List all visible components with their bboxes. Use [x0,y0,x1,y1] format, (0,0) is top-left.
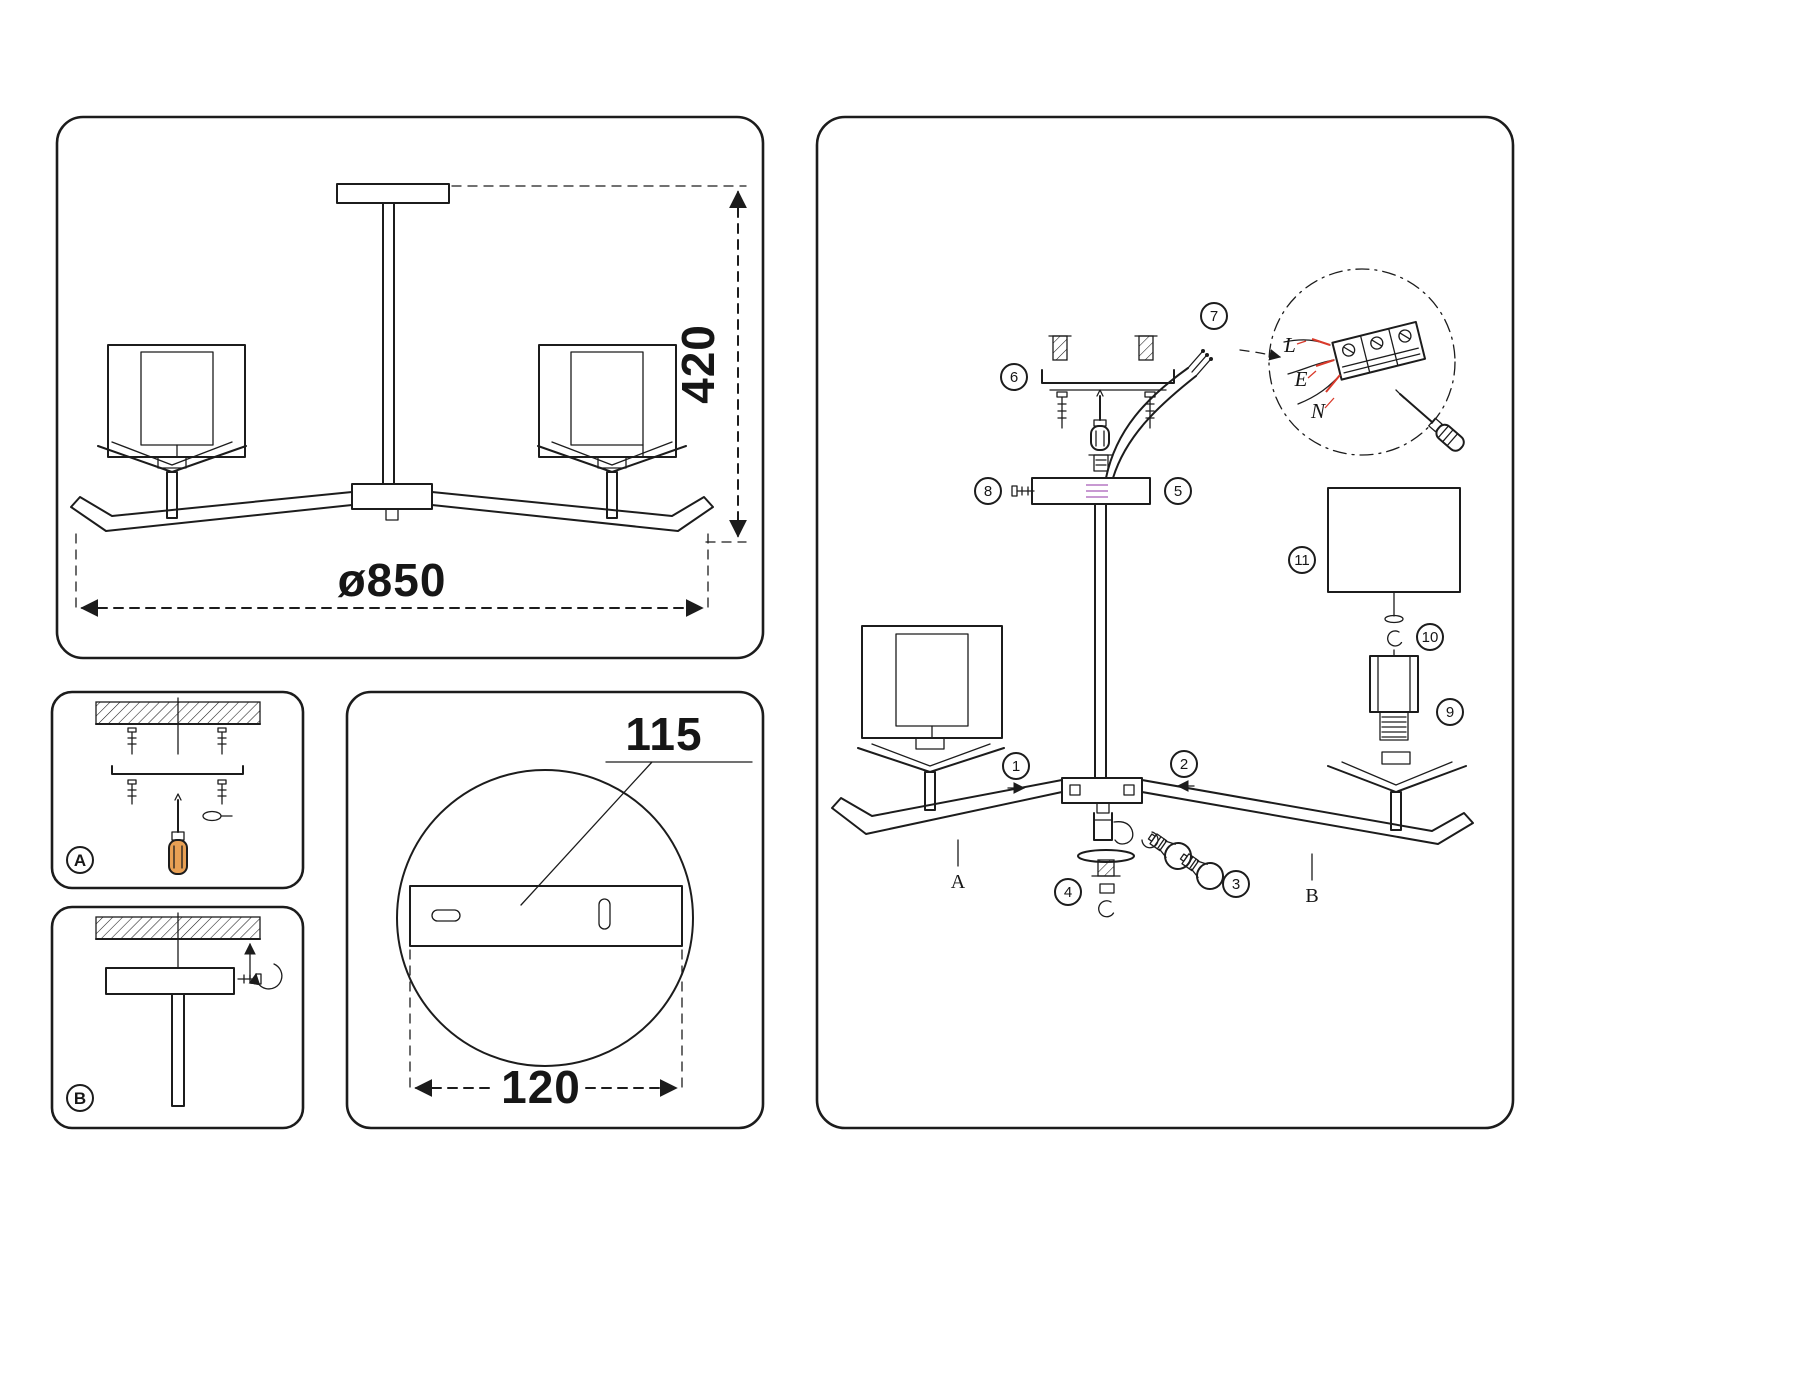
right-arm [431,491,714,532]
panel-assembly: 6 7 [815,115,1515,1130]
step-a-badge: A [66,846,94,874]
step-a-label: A [74,851,86,870]
slot-dimension: 115 [520,708,753,906]
mounting-bracket [1041,369,1175,391]
callout-2: 2 [1170,750,1198,792]
callout-6-label: 6 [1010,369,1018,386]
callout-4-label: 4 [1064,884,1072,901]
detail-screwdriver-icon [1395,389,1465,452]
callout-7-label: 7 [1210,308,1218,325]
left-arm [70,491,353,532]
panel-overall-dimensions: 420 ø850 [55,115,765,660]
bulb-icon [1179,853,1224,890]
wire-label-earth: E [1294,367,1308,391]
left-lamp [97,344,247,519]
arm-label-a: A [951,839,966,893]
wire-label-live: L [1283,333,1296,357]
callout-5-label: 5 [1174,483,1182,500]
arm-b-label: B [1305,885,1318,907]
canopy-wire-marks [1086,484,1108,498]
slot-vertical [598,898,611,930]
anchor-screws [127,727,227,755]
terminal-block [1331,320,1427,381]
detail-boundary [1268,268,1456,456]
coupler [1088,454,1114,472]
right-lamp [537,344,687,519]
fabric-shade [1327,487,1461,624]
height-dimension: 420 [451,185,747,543]
height-dimension-label: 420 [672,324,724,404]
supply-wires [1105,349,1213,479]
callout-10-label: 10 [1422,629,1439,646]
chandelier-front-view [70,183,714,532]
rotate-arrow [248,963,283,990]
callout-4: 4 [1054,878,1115,918]
callout-9-label: 9 [1446,704,1454,721]
arm-a-label: A [951,871,966,893]
width-dimension-label: 120 [501,1061,581,1113]
callout-5: 5 [1164,477,1192,505]
mounting-bar [409,885,683,947]
callout-3: 3 [1222,870,1250,898]
callout-3-label: 3 [1232,876,1240,893]
step-b-badge: B [66,1084,94,1112]
panel-mount-plate: 115 120 [345,690,765,1130]
side-screw-icon [237,963,283,990]
arm-label-b: B [1305,853,1319,907]
diameter-dimension-label: ø850 [338,554,447,606]
hook-icon [1113,821,1134,845]
callout-11-label: 11 [1294,552,1310,569]
callout-7: 7 [1200,302,1228,330]
glass-shade [538,344,677,458]
side-screw-icon [1011,485,1035,497]
screwdriver-icon [1090,389,1110,451]
callout-1: 1 [1002,752,1030,794]
loose-screw-icon [202,810,233,822]
wall-anchors [1048,335,1158,361]
socket-assembly [1369,649,1419,741]
diameter-dimension: ø850 [75,533,709,617]
right-shade-holder [1327,751,1467,831]
hub-hardware [1077,802,1159,877]
bracket-screws [127,779,227,805]
step-b-label: B [74,1089,86,1108]
callout-6: 6 [1000,363,1028,391]
mounting-bracket [111,765,244,775]
screwdriver-icon [168,793,188,875]
detail-pointer-arrow [1239,349,1282,361]
terminal-wires [1283,338,1341,409]
retaining-ring-icon [1387,630,1403,647]
stem-rod [171,993,185,1107]
callout-10: 10 [1416,623,1444,651]
c-clip-icon [1098,900,1115,918]
left-lamp [857,625,1005,811]
panel-step-a: A [50,690,305,890]
callout-2-label: 2 [1180,756,1188,773]
width-dimension: 120 [409,949,683,1113]
callout-8: 8 [974,477,1002,505]
right-arm [1141,779,1474,845]
callout-1-label: 1 [1012,758,1020,775]
plate-circle [396,769,694,1067]
callout-8-label: 8 [984,483,992,500]
canopy-plate [105,967,235,995]
left-arm [831,779,1063,835]
wire-label-neutral: N [1310,399,1326,423]
panel-step-b: B [50,905,305,1130]
callout-11: 11 [1288,546,1316,574]
center-hub [1061,777,1143,804]
wiring-detail: L E N [1268,268,1465,456]
slot-horizontal [431,909,461,922]
callout-9: 9 [1436,698,1464,726]
slot-dimension-label: 115 [625,708,702,760]
